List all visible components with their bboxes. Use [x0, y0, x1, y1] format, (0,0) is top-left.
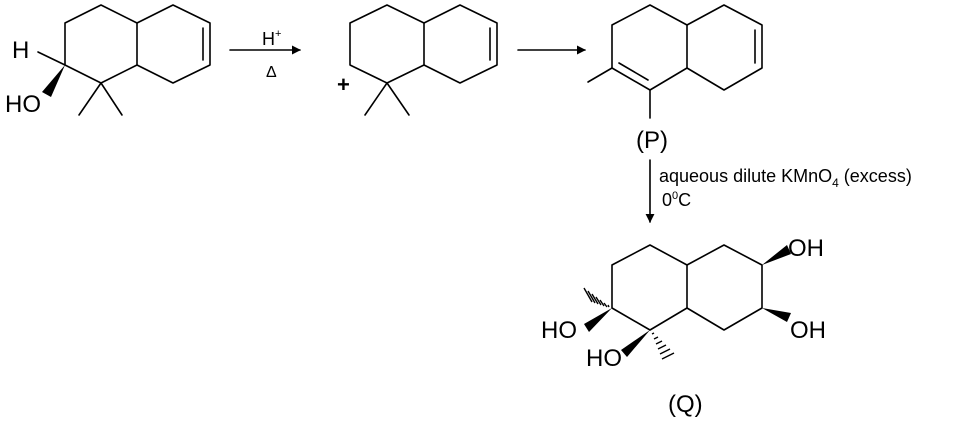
reaction-arrow-1: H+ Δ [229, 28, 301, 81]
wedge-bond [762, 308, 791, 322]
hydroxyl-label: HO [586, 345, 622, 372]
left-ring [64, 4, 138, 84]
kmno4-reagent: aqueous dilute KMnO4 (excess) [659, 166, 912, 190]
wedge-bond [621, 330, 650, 357]
right-ring [136, 4, 211, 84]
hashed-methyl-bond [651, 332, 675, 360]
gem-dimethyl [78, 82, 123, 116]
product-q-label: (Q) [668, 391, 703, 418]
right-ring [686, 244, 763, 331]
product-p-label: (P) [636, 127, 668, 154]
left-ring [611, 4, 688, 91]
product-p: (P) [587, 4, 763, 154]
left-ring [611, 244, 688, 331]
oh-label: HO [5, 91, 41, 118]
right-ring [423, 4, 498, 84]
hashed-methyl-bond [583, 287, 610, 308]
wedge-bond [762, 245, 791, 265]
wedge-bond [42, 65, 65, 97]
hydroxyl-label: OH [790, 317, 826, 344]
c-h-bond [37, 51, 66, 66]
starting-alcohol: H HO [5, 4, 211, 118]
wedge-bond [584, 308, 612, 332]
right-ring [686, 4, 763, 91]
acid-reagent: H+ [262, 28, 281, 49]
positive-charge: + [337, 72, 350, 97]
reaction-arrow-3: aqueous dilute KMnO4 (excess) 00C [645, 159, 912, 223]
hydroxyl-label: OH [788, 235, 824, 262]
carbocation-intermediate: + [337, 4, 498, 116]
temperature-condition: 00C [662, 190, 691, 210]
heat-symbol: Δ [266, 64, 277, 81]
h-label: H [12, 37, 29, 64]
product-q: OH OH HO HO (Q) [541, 235, 826, 418]
tetrasubstituted-double-bond [618, 62, 649, 81]
methyl-bond [587, 67, 613, 83]
gem-dimethyl [364, 82, 410, 116]
left-ring [349, 4, 425, 84]
hydroxyl-label: HO [541, 317, 577, 344]
